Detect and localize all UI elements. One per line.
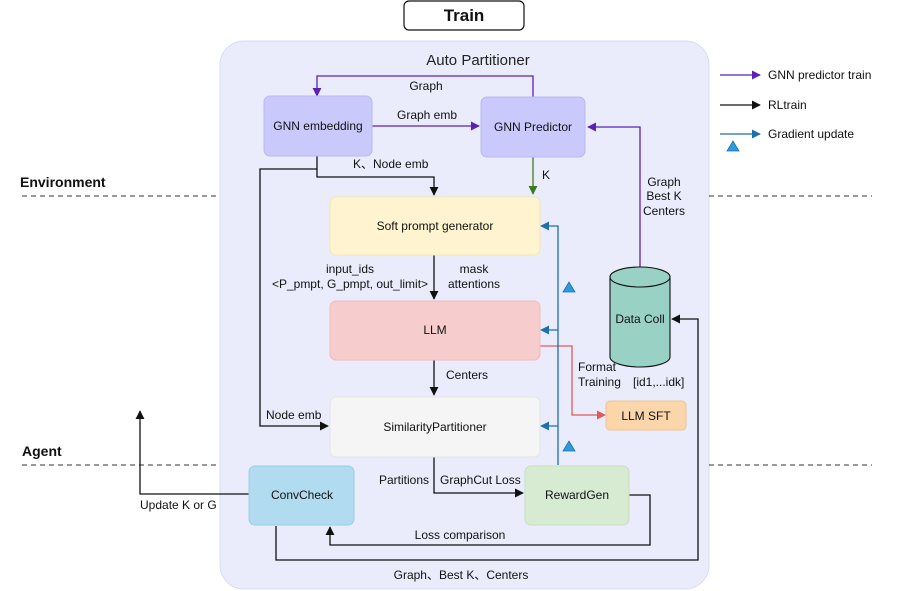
edge-label-attentions: attentions (448, 277, 500, 291)
node-llm-sft (605, 400, 687, 431)
edge-k-node-emb (316, 156, 439, 196)
node-soft-prompt-label: Soft prompt generator (377, 219, 494, 233)
data-coll-body (609, 277, 671, 368)
section-agent: Agent (22, 443, 62, 459)
node-similarity-label: SimilarityPartitioner (383, 420, 486, 434)
edge-label-mask: mask (460, 262, 490, 276)
edge-label-graph-bestk-centers: Graph、Best K、Centers (394, 568, 529, 582)
node-llm-label: LLM (423, 323, 446, 337)
edge-label-graphcut: GraphCut Loss (440, 473, 521, 487)
edge-label-loss-comparison: Loss comparison (415, 528, 506, 542)
node-gnn-predictor (480, 96, 586, 158)
edge-label-dc-centers: Centers (643, 204, 685, 218)
node-soft-prompt (329, 196, 541, 256)
edge-partitions (433, 457, 524, 498)
data-coll-top (609, 266, 671, 288)
edge-label-k: K (542, 168, 550, 182)
edge-gradient-main (540, 221, 559, 465)
edge-update-kg (135, 410, 249, 495)
edge-node-emb (259, 168, 329, 431)
edge-label-update-kg: Update K or G (140, 498, 217, 512)
edge-llm-sft (540, 345, 606, 420)
edge-graph (312, 75, 534, 97)
node-gnn-embedding (263, 95, 373, 157)
node-data-coll-label: Data Coll (615, 312, 664, 326)
node-convcheck (248, 465, 355, 526)
node-rewardgen-label: RewardGen (545, 488, 609, 502)
node-gnn-predictor-label: GNN Predictor (494, 120, 572, 134)
legend-label-rl: RLtrain (768, 98, 807, 112)
node-convcheck-label: ConvCheck (271, 488, 334, 502)
node-rewardgen (524, 465, 630, 526)
section-environment: Environment (20, 174, 106, 190)
legend-label-gradient: Gradient update (768, 127, 854, 141)
node-gnn-embedding-label: GNN embedding (273, 119, 362, 133)
edge-label-graph: Graph (409, 79, 442, 93)
triangle-icon-upper (562, 281, 576, 293)
node-llm (329, 300, 541, 361)
edge-label-k-node-emb: K、Node emb (353, 157, 429, 171)
container-label: Auto Partitioner (426, 52, 529, 69)
edge-label-node-emb: Node emb (266, 408, 322, 422)
edge-label-graph-emb: Graph emb (397, 108, 457, 122)
triangle-icon-lower (562, 440, 576, 452)
title-text: Train (444, 6, 485, 25)
edge-label-partitions: Partitions (379, 473, 429, 487)
title-box (403, 0, 525, 31)
edge-label-input-ids-2: <P_pmpt, G_pmpt, out_limit> (272, 277, 428, 291)
legend-label-gnn: GNN predictor train (768, 68, 871, 82)
edge-graph-bestk-centers (275, 314, 699, 561)
edge-label-input-ids: input_ids (326, 262, 374, 276)
edge-loss-comparison (325, 494, 651, 546)
edge-label-ids: [id1,...idk] (633, 375, 684, 389)
triangle-icon (726, 140, 740, 152)
node-similarity (329, 396, 541, 458)
edge-label-dc-bestk: Best K (646, 189, 681, 203)
node-data-coll (609, 266, 671, 368)
edge-label-centers: Centers (446, 368, 488, 382)
edge-label-dc-graph: Graph (647, 175, 680, 189)
edge-datacoll-gnn (587, 122, 641, 268)
edge-label-format: Format (578, 360, 617, 374)
edge-label-training: Training (578, 375, 621, 389)
node-llm-sft-label: LLM SFT (621, 409, 671, 423)
